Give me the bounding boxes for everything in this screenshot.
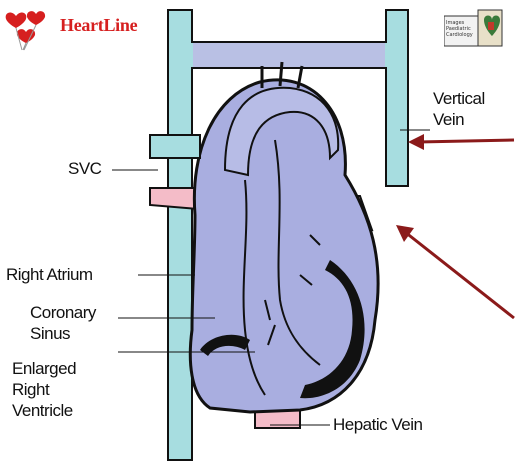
logo-line: Paediatric [446, 26, 471, 32]
label-coronary-sinus: Coronary Sinus [30, 303, 96, 343]
label-hepatic-vein: Hepatic Vein [333, 415, 423, 434]
heart-body [149, 61, 380, 414]
book-heart-icon [443, 9, 503, 47]
label-right-atrium: Right Atrium [6, 265, 93, 284]
corner-logo: Images Paediatric Cardiology [443, 6, 504, 48]
logo-line: Cardiology [446, 32, 473, 38]
label-vertical-vein: Vertical Vein [433, 89, 485, 129]
indicator-arrows [396, 134, 515, 320]
leader-lines [112, 129, 430, 426]
logo-line: Images [446, 20, 465, 26]
label-enlarged-right-ventricle: Enlarged Right Ventricle [12, 359, 77, 420]
heart-balloons-icon [5, 11, 46, 51]
brand-name: HeartLine [60, 15, 138, 35]
label-svc: SVC [68, 159, 102, 178]
venous-loop [167, 9, 409, 461]
